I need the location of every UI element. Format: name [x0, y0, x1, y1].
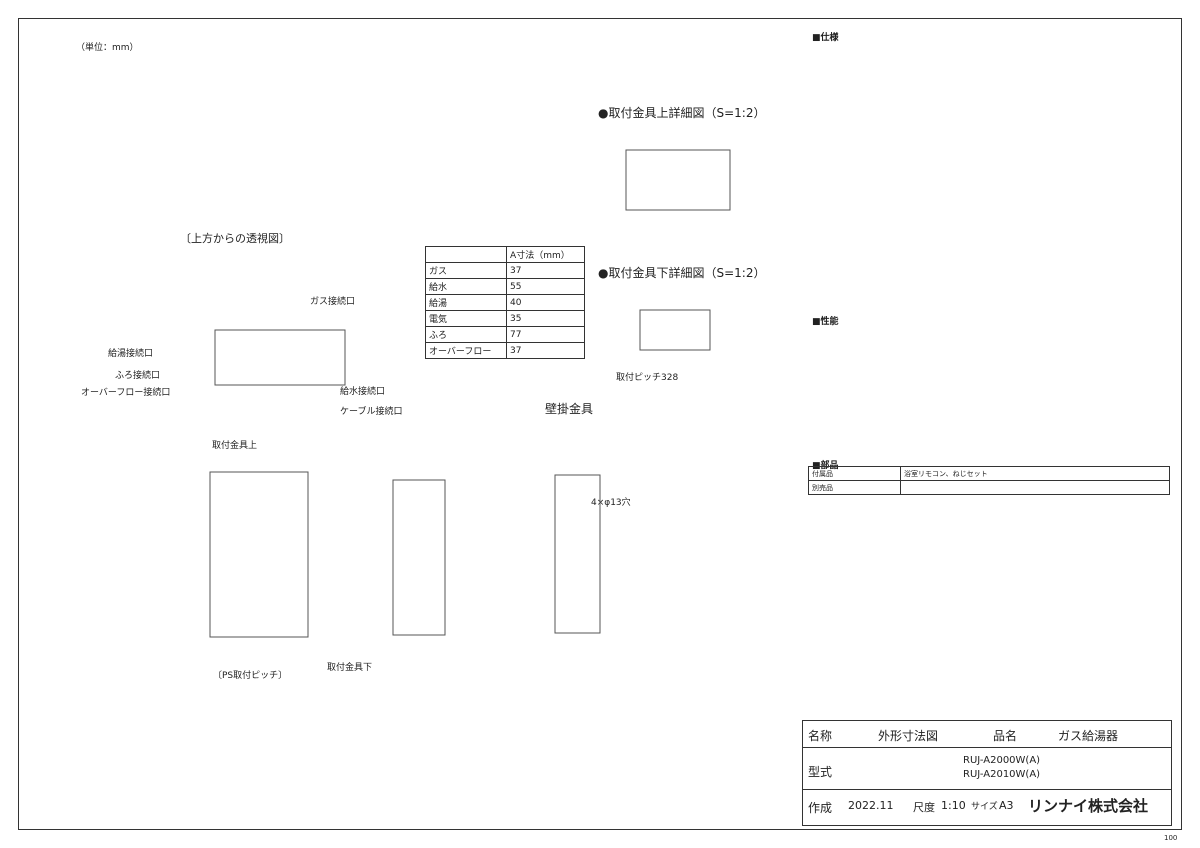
overflow-port-label: オーバーフロー接続口	[81, 388, 171, 398]
model-value-1: RUJ-A2000W(A)	[963, 755, 1041, 766]
top-view-title: 〔上方からの透視図〕	[180, 232, 290, 245]
parts-cell: 付属品	[808, 466, 901, 481]
unit-front-outline	[209, 471, 309, 638]
a-table-cell: オーバーフロー	[424, 342, 508, 359]
title-block: 名称 外形寸法図 品名 ガス給湯器 型式 RUJ-A2000W(A) RUJ-A…	[802, 720, 1172, 826]
item-label: 品名	[993, 729, 1018, 743]
unit-note: （単位：mm）	[76, 43, 139, 53]
a-table-cell: 37	[506, 342, 585, 359]
pitch-328-label: 取付ピッチ328	[616, 373, 679, 383]
size-value: A3	[999, 799, 1014, 812]
performance-title: ■性能	[812, 317, 839, 327]
upper-bracket-title: ●取付金具上詳細図（S=1:2）	[598, 106, 766, 120]
wall-bracket-title: 壁掛金具	[545, 402, 594, 416]
bracket-bottom-label: 取付金具下	[327, 663, 373, 673]
date-label: 作成	[808, 801, 833, 815]
model-label: 型式	[808, 765, 833, 779]
top-view-outline	[214, 329, 346, 386]
hole-label: 4×φ13穴	[591, 498, 631, 508]
wall-bracket-outline	[554, 474, 601, 634]
bath-port-label: ふろ接続口	[115, 371, 161, 381]
company-name: リンナイ株式会社	[1028, 797, 1149, 815]
spec-title: ■仕様	[812, 33, 839, 43]
page-number: 100	[1164, 834, 1178, 842]
upper-bracket-outline	[625, 149, 731, 211]
ps-pitch-label: 〔PS取付ピッチ〕	[213, 671, 288, 681]
parts-cell: 浴室リモコン、ねじセット	[900, 466, 1170, 481]
bracket-top-label: 取付金具上	[212, 441, 258, 451]
gas-port-label: ガス接続口	[310, 297, 356, 307]
name-value: 外形寸法図	[878, 729, 939, 743]
model-value-2: RUJ-A2010W(A)	[963, 769, 1041, 780]
name-label: 名称	[808, 729, 833, 743]
drawing-frame	[18, 18, 1182, 830]
date-value: 2022.11	[848, 799, 894, 812]
parts-cell: 別売品	[808, 480, 901, 495]
scale-label: 尺度	[913, 801, 935, 814]
parts-cell	[900, 480, 1170, 495]
cable-port-label: ケーブル接続口	[340, 407, 403, 417]
lower-bracket-outline	[639, 309, 711, 351]
size-label: サイズ	[971, 802, 998, 812]
unit-side-outline	[392, 479, 446, 636]
water-port-label: 給水接続口	[340, 387, 386, 397]
scale-value: 1:10	[941, 799, 966, 812]
item-value: ガス給湯器	[1058, 729, 1119, 743]
parts-table: 付属品浴室リモコン、ねじセット 別売品	[808, 466, 1170, 495]
a-table-cell: 40	[506, 294, 585, 311]
lower-bracket-title: ●取付金具下詳細図（S=1:2）	[598, 266, 766, 280]
hot-supply-port-label: 給湯接続口	[108, 349, 154, 359]
